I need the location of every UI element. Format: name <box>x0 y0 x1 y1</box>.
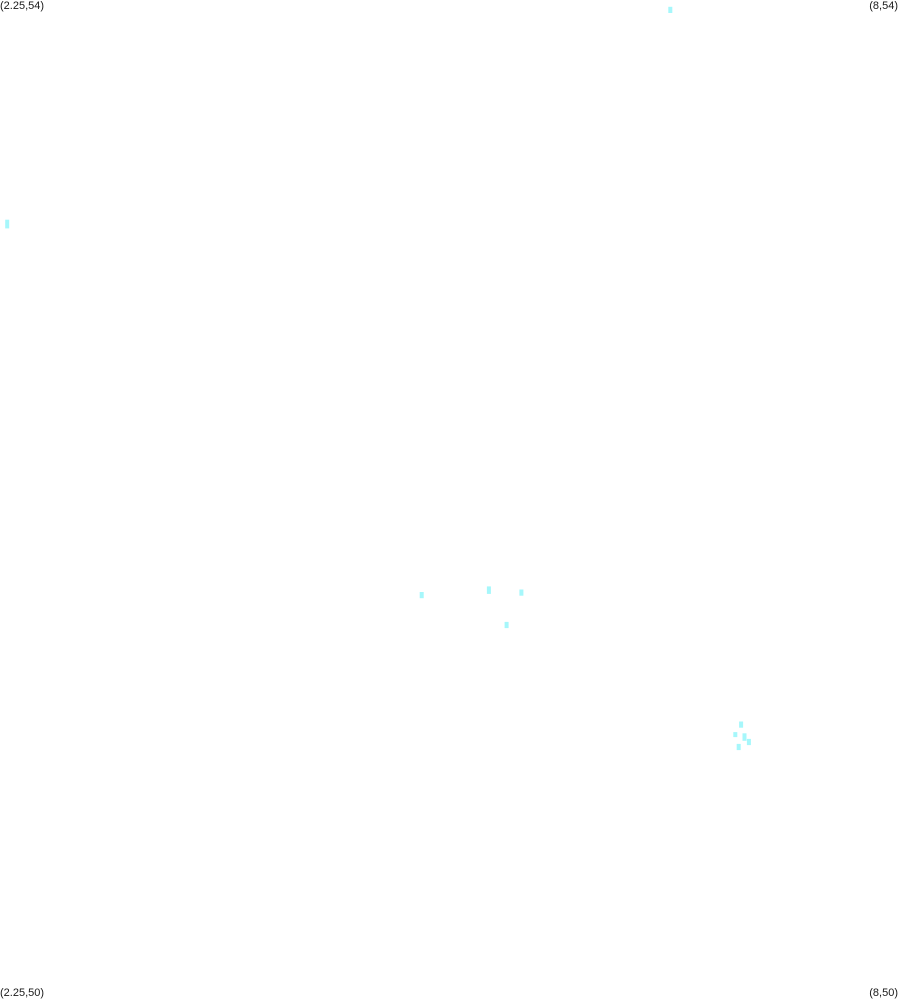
map-marker-6 <box>504 621 509 629</box>
map-marker-3 <box>419 592 424 599</box>
corner-label-top-left: (2.25,54) <box>0 0 45 12</box>
map-marker-5 <box>519 589 524 596</box>
corner-label-bottom-right: (8,50) <box>869 987 898 999</box>
map-marker-1 <box>668 6 673 13</box>
map-marker-8 <box>733 732 738 738</box>
map-marker-9 <box>742 733 747 741</box>
map-marker-4 <box>486 586 491 594</box>
corner-label-top-right: (8,54) <box>869 0 898 12</box>
corner-label-bottom-left: (2.25,50) <box>0 987 45 999</box>
map-marker-7 <box>739 721 744 728</box>
map-marker-11 <box>736 743 741 751</box>
map-marker-2 <box>5 219 10 229</box>
map-marker-10 <box>746 738 751 746</box>
